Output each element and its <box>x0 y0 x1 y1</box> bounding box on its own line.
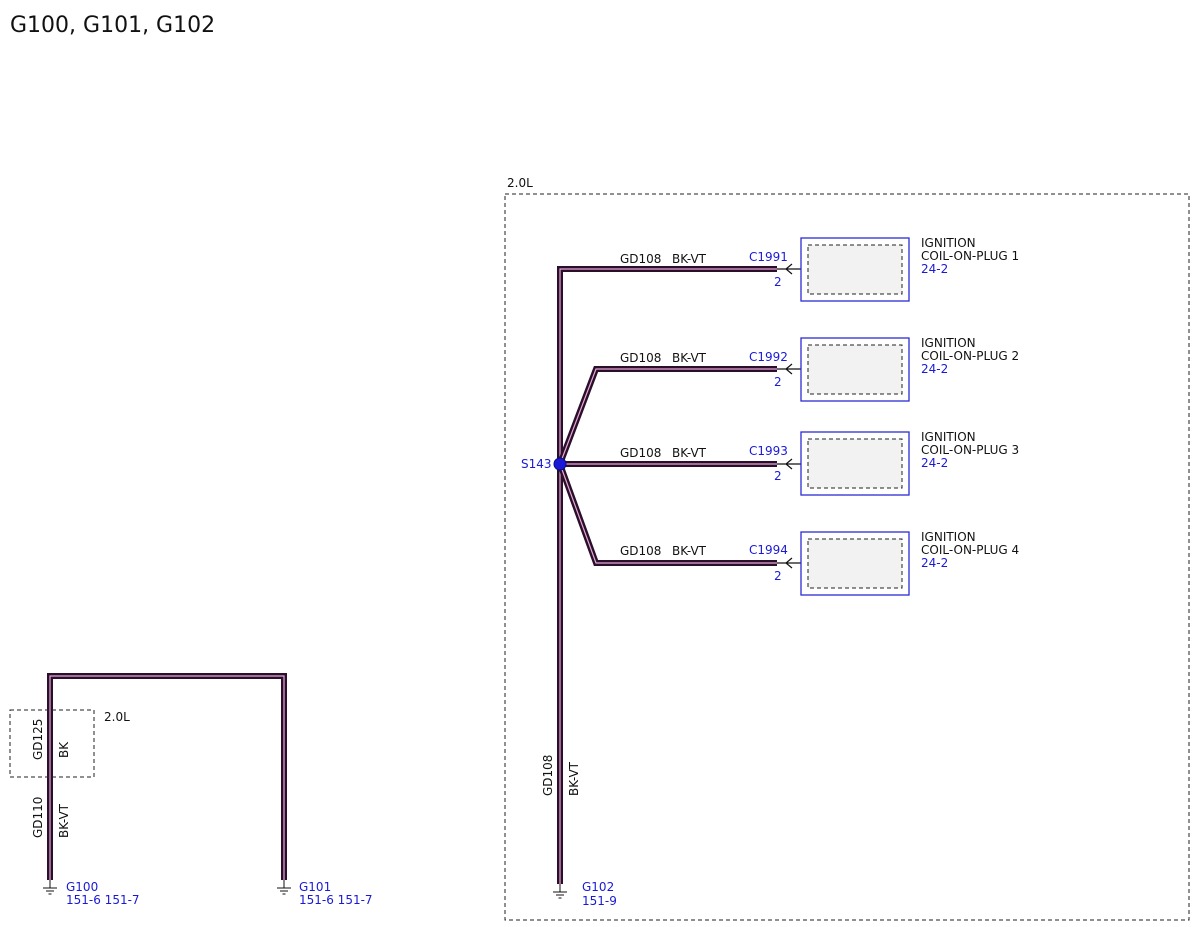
component-name-line2: COIL-ON-PLUG 3 <box>921 443 1019 457</box>
component-name-line1: IGNITION <box>921 336 976 350</box>
wire-color-label-bk-vt: BK-VT <box>57 803 71 838</box>
ground-symbol-icon <box>553 884 567 899</box>
component-coil-1-body <box>807 244 903 295</box>
circuit-label-gd108: GD108 <box>620 252 661 266</box>
circuit-label-gd110: GD110 <box>31 797 45 838</box>
branch-2: GD108 BK-VT C1992 2 IGNITION COIL-ON-PLU… <box>620 336 1019 402</box>
component-coil-4-body <box>807 538 903 589</box>
circuit-label-gd108: GD108 <box>620 446 661 460</box>
wire-color-label-bk: BK <box>57 741 71 758</box>
component-ref-link[interactable]: 24-2 <box>921 456 948 470</box>
circuit-label-gd125: GD125 <box>31 719 45 760</box>
pin-number-label: 2 <box>774 569 782 583</box>
wire-c1991-g102-stripe <box>559 268 777 884</box>
component-ref-link[interactable]: 24-2 <box>921 262 948 276</box>
ground-g100-refs[interactable]: 151-6 151-7 <box>66 893 140 907</box>
wire-color-label-bk-vt: BK-VT <box>672 446 707 460</box>
component-ref-link[interactable]: 24-2 <box>921 362 948 376</box>
circuit-label-gd108-vertical: GD108 <box>541 755 555 796</box>
component-name-line2: COIL-ON-PLUG 4 <box>921 543 1019 557</box>
engine-option-box <box>504 193 1190 921</box>
engine-option-label: 2.0L <box>507 176 533 190</box>
main-ground-wire <box>557 266 777 884</box>
wire-color-label-bk-vt-vertical: BK-VT <box>567 761 581 796</box>
wire-color-label-bk-vt: BK-VT <box>672 252 707 266</box>
pin-number-label: 2 <box>774 375 782 389</box>
splice-dot-icon[interactable] <box>553 457 567 471</box>
branch-wire-c1994 <box>557 462 777 566</box>
component-coil-3-body <box>807 438 903 489</box>
connector-c1994-label[interactable]: C1994 <box>749 543 788 557</box>
wire-g100-g101-stripe <box>49 675 285 880</box>
component-name-line2: COIL-ON-PLUG 2 <box>921 349 1019 363</box>
ground-g102-label[interactable]: G102 <box>582 880 614 894</box>
left-option-label: 2.0L <box>104 710 130 724</box>
ground-symbol-icon <box>277 880 291 895</box>
wire-g100-g101[interactable] <box>47 673 287 880</box>
wire-s143-c1994[interactable] <box>557 462 777 566</box>
component-name-line1: IGNITION <box>921 236 976 250</box>
circuit-label-gd108: GD108 <box>620 544 661 558</box>
pin-number-label: 2 <box>774 469 782 483</box>
connector-c1992-label[interactable]: C1992 <box>749 350 788 364</box>
wire-s143-c1992[interactable] <box>557 366 777 466</box>
component-name-line1: IGNITION <box>921 430 976 444</box>
ground-g100-label[interactable]: G100 <box>66 880 98 894</box>
wire-color-label-bk-vt: BK-VT <box>672 544 707 558</box>
component-ref-link[interactable]: 24-2 <box>921 556 948 570</box>
branch-3: GD108 BK-VT C1993 2 IGNITION COIL-ON-PLU… <box>620 430 1019 496</box>
pin-number-label: 2 <box>774 275 782 289</box>
branch-4: GD108 BK-VT C1994 2 IGNITION COIL-ON-PLU… <box>620 530 1019 596</box>
branch-wire-c1992 <box>557 366 777 466</box>
component-name-line1: IGNITION <box>921 530 976 544</box>
left-ground-harness <box>47 673 287 880</box>
diagram-title: G100, G101, G102 <box>10 13 215 38</box>
wire-color-label-bk-vt: BK-VT <box>672 351 707 365</box>
connector-c1991-label[interactable]: C1991 <box>749 250 788 264</box>
left-option-box <box>9 709 95 778</box>
ground-g101-label[interactable]: G101 <box>299 880 331 894</box>
ground-g101-refs[interactable]: 151-6 151-7 <box>299 893 373 907</box>
wire-s143-c1994-stripe <box>559 463 777 564</box>
ground-g102-refs[interactable]: 151-9 <box>582 894 617 908</box>
branch-1: GD108 BK-VT C1991 2 IGNITION COIL-ON-PLU… <box>620 236 1019 302</box>
circuit-label-gd108: GD108 <box>620 351 661 365</box>
wire-s143-c1992-stripe <box>559 368 777 465</box>
ground-symbol-icon <box>43 880 57 895</box>
connector-c1993-label[interactable]: C1993 <box>749 444 788 458</box>
splice-s143-label[interactable]: S143 <box>521 457 552 471</box>
component-name-line2: COIL-ON-PLUG 1 <box>921 249 1019 263</box>
component-coil-2-body <box>807 344 903 395</box>
wire-c1991-g102[interactable] <box>557 266 777 884</box>
